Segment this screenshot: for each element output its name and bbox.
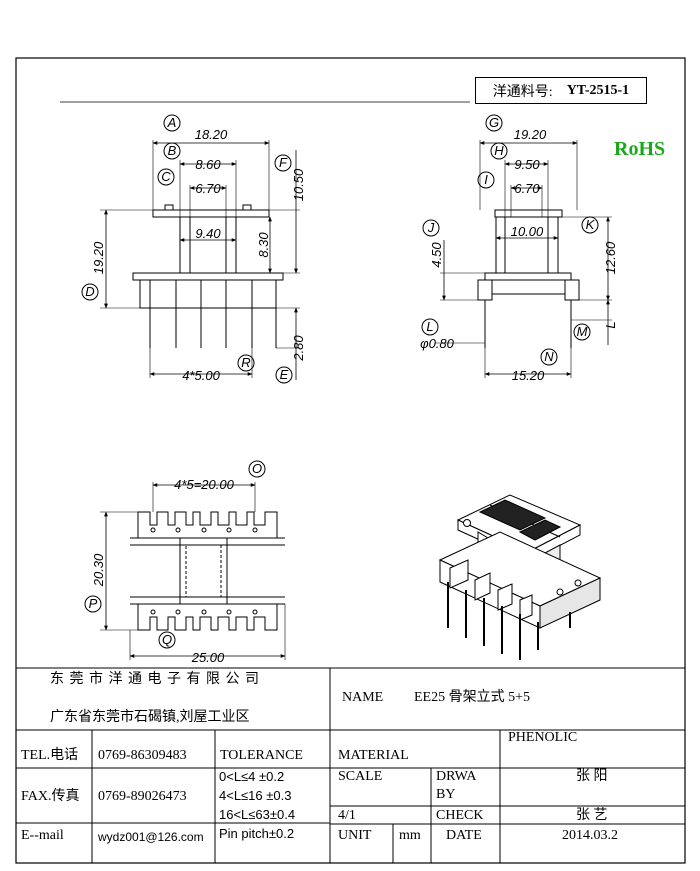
balloon-b: B bbox=[168, 143, 177, 158]
fax-value: 0769-89026473 bbox=[98, 789, 187, 804]
company-address: 广东省东莞市石碣镇,刘屋工业区 bbox=[50, 710, 250, 725]
tolerance-row-1: 0<L≤4 ±0.2 bbox=[219, 769, 285, 784]
front-view bbox=[81, 114, 300, 384]
balloon-l: L bbox=[426, 319, 433, 334]
tel-value: 0769-86309483 bbox=[98, 748, 187, 763]
balloon-o: O bbox=[252, 461, 262, 476]
tel-label: TEL.电话 bbox=[21, 748, 79, 763]
unit-value: mm bbox=[399, 828, 421, 843]
dim-18-20: 18.20 bbox=[195, 127, 228, 142]
title-block-grid bbox=[16, 667, 685, 863]
scale-value: 4/1 bbox=[338, 808, 356, 823]
check-value: 张 艺 bbox=[576, 808, 608, 823]
dim-15-20: 15.20 bbox=[512, 368, 545, 383]
date-value: 2014.03.2 bbox=[562, 828, 618, 843]
balloon-m: M bbox=[577, 324, 588, 339]
balloon-k: K bbox=[586, 217, 596, 232]
part-number-box: 洋通料号: YT-2515-1 bbox=[475, 77, 647, 104]
dim-19-20-side: 19.20 bbox=[514, 127, 547, 142]
part-number-label: 洋通料号: bbox=[492, 84, 553, 100]
balloon-i: I bbox=[484, 172, 488, 187]
bottom-view bbox=[84, 460, 286, 660]
side-view-text: G H I J K L M N 19.20 9.50 6.70 10.00 4.… bbox=[420, 115, 618, 383]
check-label: CHECK bbox=[436, 808, 484, 823]
dim-25-00: 25.00 bbox=[191, 650, 225, 665]
dim-12-60: 12.60 bbox=[603, 241, 618, 274]
drawn-by-value: 张 阳 bbox=[576, 769, 608, 784]
dim-19-20-front: 19.20 bbox=[91, 241, 106, 274]
drawn-by-label-1: DRWA bbox=[436, 769, 477, 784]
unit-label: UNIT bbox=[338, 828, 372, 843]
tolerance-row-2: 4<L≤16 ±0.3 bbox=[219, 788, 292, 803]
balloon-r: R bbox=[241, 355, 250, 370]
rohs-mark: RoHS bbox=[614, 138, 666, 160]
name-label: NAME bbox=[342, 690, 384, 705]
isometric-view bbox=[438, 494, 602, 660]
material-value: PHENOLIC bbox=[508, 730, 578, 745]
dim-pitch-bottom: 4*5=20.00 bbox=[174, 477, 234, 492]
balloon-j: J bbox=[427, 220, 435, 235]
balloon-g: G bbox=[489, 115, 499, 130]
tolerance-row-4: Pin pitch±0.2 bbox=[219, 826, 295, 841]
balloon-h: H bbox=[494, 143, 504, 158]
balloon-d: D bbox=[85, 284, 94, 299]
name-value: EE25 骨架立式 5+5 bbox=[414, 690, 530, 705]
balloon-n: N bbox=[544, 349, 554, 364]
dim-8-30: 8.30 bbox=[256, 232, 271, 258]
dim-20-30: 20.30 bbox=[91, 553, 106, 587]
dim-8-60: 8.60 bbox=[195, 157, 221, 172]
side-view bbox=[421, 114, 612, 378]
material-label: MATERIAL bbox=[338, 748, 409, 763]
dim-10-00: 10.00 bbox=[511, 224, 544, 239]
dim-10-50: 10.50 bbox=[291, 168, 306, 201]
tolerance-row-3: 16<L≤63±0.4 bbox=[219, 807, 296, 822]
email-label: E--mail bbox=[21, 828, 64, 843]
bottom-view-text: O P Q 4*5=20.00 20.30 25.00 bbox=[89, 461, 262, 665]
dim-l: L bbox=[603, 321, 618, 328]
sheet-border bbox=[15, 57, 686, 864]
balloon-q: Q bbox=[162, 632, 172, 647]
balloon-p: P bbox=[89, 596, 98, 611]
date-label: DATE bbox=[446, 828, 482, 843]
scale-label: SCALE bbox=[338, 769, 383, 784]
front-view-text: A B C D E F R 18.20 8.60 6.70 9.40 10.50… bbox=[85, 115, 306, 383]
dim-2-80: 2.80 bbox=[291, 335, 306, 362]
drawn-by-label-2: BY bbox=[436, 787, 456, 802]
balloon-c: C bbox=[161, 169, 171, 184]
balloon-e: E bbox=[280, 367, 289, 382]
tolerance-label: TOLERANCE bbox=[220, 748, 303, 763]
dim-6-70: 6.70 bbox=[195, 181, 221, 196]
balloon-a: A bbox=[167, 115, 177, 130]
dim-9-50: 9.50 bbox=[514, 157, 540, 172]
fax-label: FAX.传真 bbox=[21, 789, 80, 804]
part-number-value: YT-2515-1 bbox=[566, 82, 630, 98]
dim-pin-dia: φ0.80 bbox=[420, 336, 455, 351]
dim-pitch-front: 4*5.00 bbox=[182, 368, 220, 383]
dim-9-40: 9.40 bbox=[195, 226, 221, 241]
dim-6-70-side: 6.70 bbox=[514, 181, 540, 196]
company-name: 东 莞 市 洋 通 电 子 有 限 公 司 bbox=[50, 672, 260, 687]
email-value: wydz001@126.com bbox=[98, 830, 204, 844]
balloon-f: F bbox=[279, 155, 288, 170]
title-block: 东 莞 市 洋 通 电 子 有 限 公 司 广东省东莞市石碣镇,刘屋工业区 NA… bbox=[16, 668, 685, 863]
dim-4-50: 4.50 bbox=[429, 242, 444, 268]
